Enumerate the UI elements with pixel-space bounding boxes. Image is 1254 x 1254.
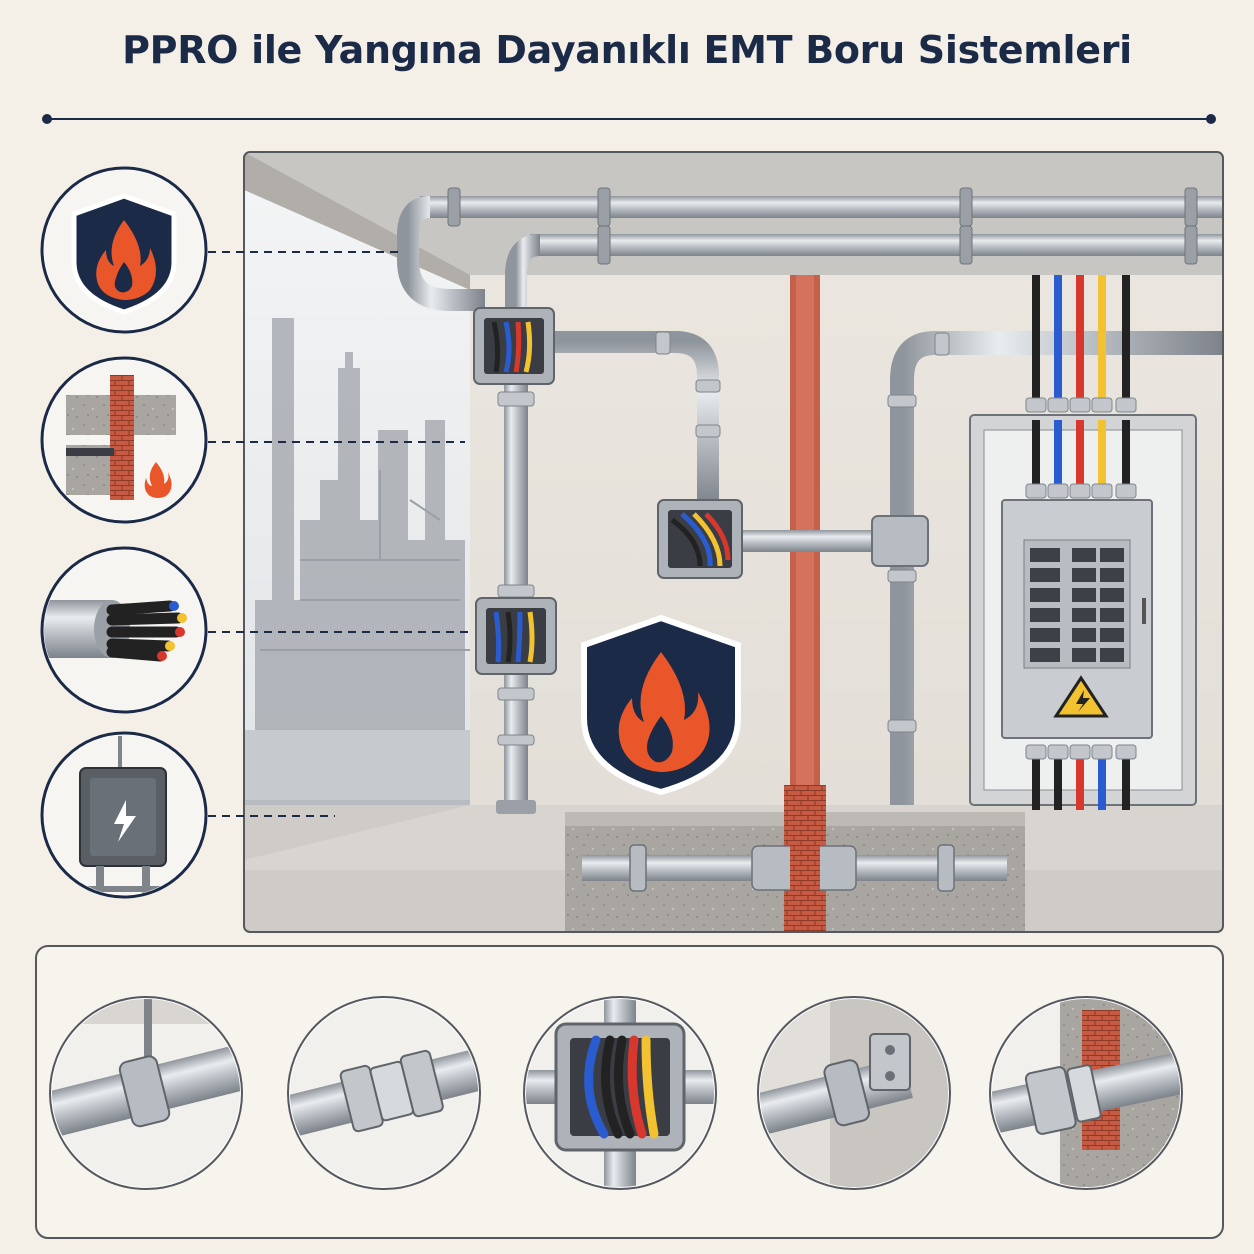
junction-box-upper [473,307,555,385]
junction-box-icon [44,735,204,895]
fire-shield-icon [581,614,741,796]
fire-shield-icon [44,170,204,330]
title-divider [42,114,1216,124]
high-voltage-warning-icon [1053,675,1109,718]
electrical-panel [969,275,1197,810]
junction-box-lower [475,597,557,675]
junction-box-middle [657,499,743,579]
callout-firestop-wall [40,356,208,524]
factory-window [244,190,470,860]
detail-pipe-hanger [49,996,243,1190]
pipe-hanger-icon [52,999,240,1187]
main-scene [244,152,1223,932]
page-title: PPRO ile Yangına Dayanıklı EMT Boru Sist… [122,28,1132,72]
detail-junction-box-open [523,996,717,1190]
callout-junction-box [40,731,208,899]
detail-wall-strap [757,996,951,1190]
callout-fire-shield [40,166,208,334]
pipe-coupling-icon [290,999,478,1187]
detail-pipe-coupling [287,996,481,1190]
detail-firestop-penetration [989,996,1183,1190]
callout-cable-bundle [40,546,208,714]
cable-bundle-icon [44,550,204,710]
open-junction-box-icon [526,999,714,1187]
firestop-wall-icon [44,360,204,520]
